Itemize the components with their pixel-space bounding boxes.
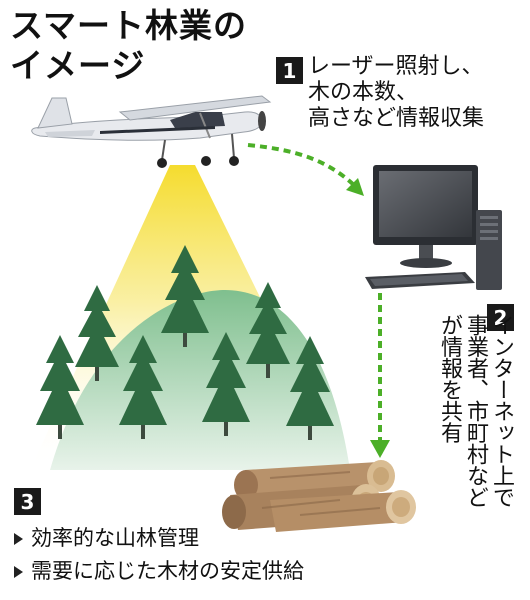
step-2-badge: 2 xyxy=(487,304,514,331)
airplane-icon xyxy=(31,95,272,168)
title-line-2: イメージ xyxy=(10,46,146,85)
tree xyxy=(246,282,290,378)
bullet-item: 効率的な山林管理 xyxy=(14,522,304,555)
arrow-plane-to-pc xyxy=(247,143,364,196)
step-1-line: レーザー照射し、 xyxy=(308,54,484,79)
tree xyxy=(75,285,119,381)
tree xyxy=(161,245,209,347)
page-title: スマート林業の イメージ xyxy=(10,6,247,86)
bullet-arrow-icon xyxy=(14,565,23,578)
step-1-line: 高さなど情報収集 xyxy=(308,106,485,131)
bullet-text: 効率的な山林管理 xyxy=(31,526,199,550)
bullet-arrow-icon xyxy=(14,532,23,545)
step-1-text: レーザー照射し、 木の本数、 高さなど情報収集 xyxy=(308,54,484,132)
step-2-column: 事業者、市町村など xyxy=(463,314,488,508)
bullet-text: 需要に応じた木材の安定供給 xyxy=(31,559,304,583)
step-3-bullets: 効率的な山林管理 需要に応じた木材の安定供給 xyxy=(14,522,304,588)
monitor-icon xyxy=(373,165,478,268)
step-3-badge: 3 xyxy=(14,488,41,515)
tree xyxy=(286,336,334,440)
pc-tower-icon xyxy=(476,210,502,290)
forest-illustration xyxy=(36,245,334,440)
bullet-item: 需要に応じた木材の安定供給 xyxy=(14,555,304,588)
logs-icon xyxy=(222,460,416,532)
step-1-badge: 1 xyxy=(276,57,303,84)
tree xyxy=(202,332,250,436)
tree xyxy=(119,335,167,439)
step-2-column: インターネット上で xyxy=(489,314,514,508)
step-1-line: 木の本数、 xyxy=(308,80,419,105)
step-2-column: が情報を共有 xyxy=(437,314,462,443)
tree xyxy=(36,335,84,439)
title-line-1: スマート林業の xyxy=(10,6,248,45)
arrow-pc-to-logs xyxy=(370,293,390,458)
keyboard-icon xyxy=(365,272,475,289)
